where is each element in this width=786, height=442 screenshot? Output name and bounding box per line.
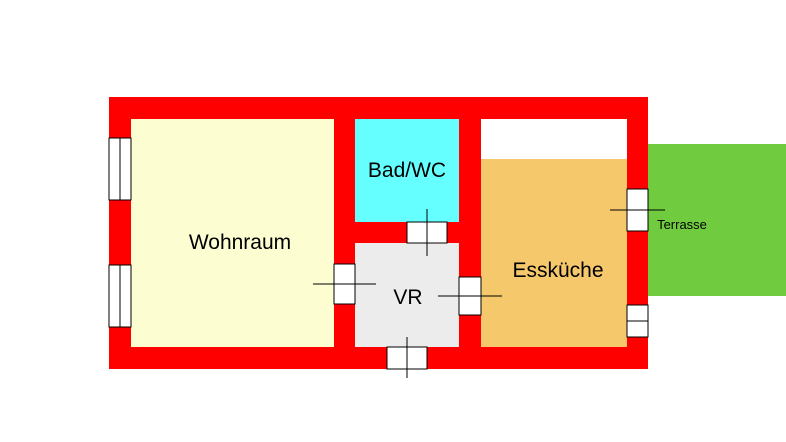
esskueche-room xyxy=(481,159,627,347)
swing-lines xyxy=(313,209,665,378)
wohnraum-label: Wohnraum xyxy=(189,231,291,254)
wohnraum-room xyxy=(131,119,334,347)
vr-label: VR xyxy=(393,286,422,309)
terrasse-label: Terrasse xyxy=(657,217,707,232)
bad-wc-room xyxy=(355,119,459,222)
terrasse-area xyxy=(648,144,786,296)
vr-room xyxy=(355,243,459,347)
bad-wc-label: Bad/WC xyxy=(368,159,446,182)
kitchen-blank-area xyxy=(481,119,627,159)
esskueche-label: Essküche xyxy=(512,259,603,282)
